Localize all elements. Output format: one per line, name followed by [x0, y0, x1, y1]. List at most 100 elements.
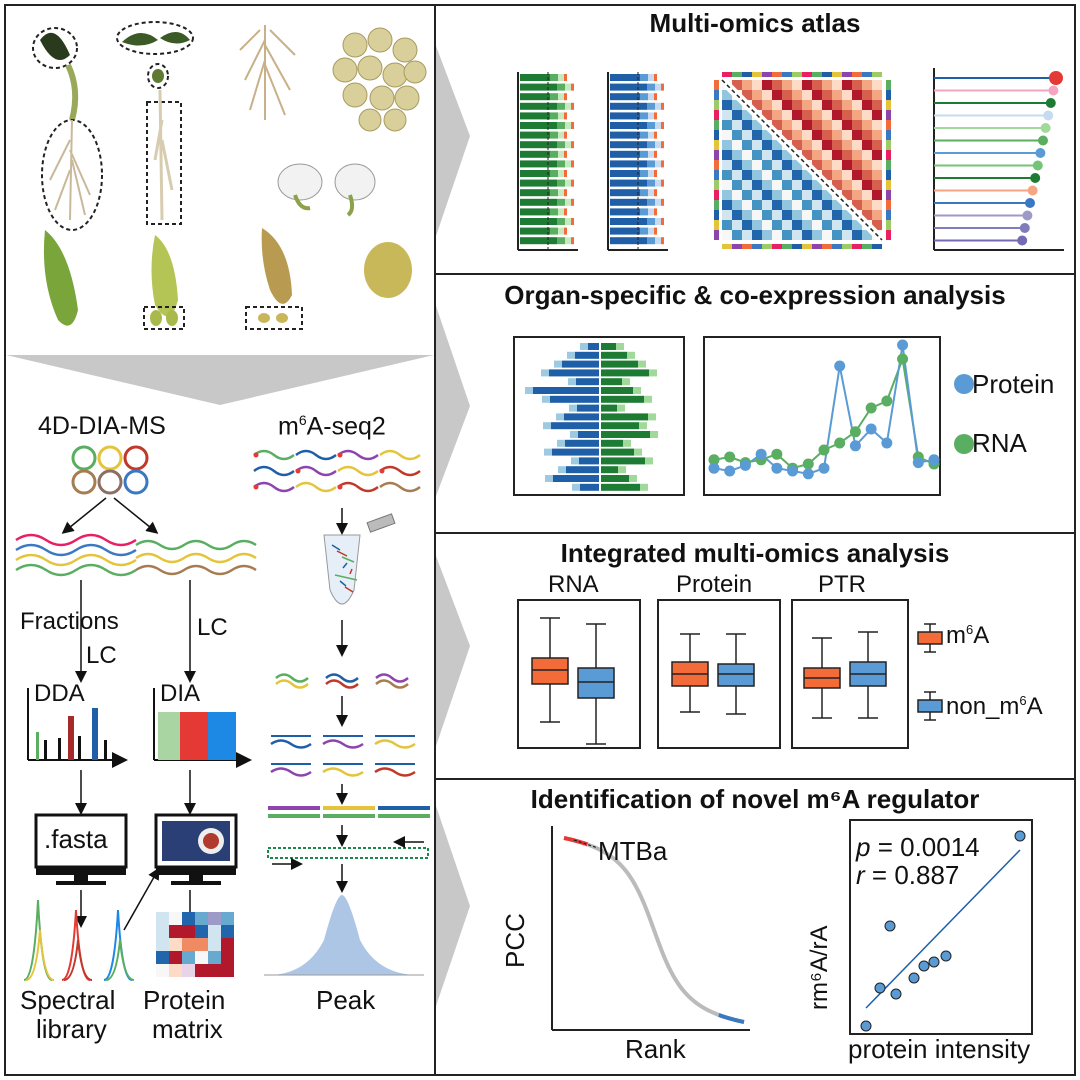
protein-point [849, 440, 861, 452]
heat-cell [862, 90, 872, 100]
matrix-cell [208, 964, 221, 977]
heat-cell [742, 150, 752, 160]
matrix-cell [182, 925, 195, 938]
bar-left-light [544, 448, 552, 456]
heat-cell [832, 170, 842, 180]
heat-cell [732, 190, 742, 200]
heat-cell [772, 150, 782, 160]
heat-cell [792, 130, 802, 140]
heat-cell [872, 130, 882, 140]
bar-segment [565, 179, 571, 187]
library-bar [268, 806, 320, 810]
scatter-point [1014, 830, 1026, 842]
bar-segment [655, 218, 661, 225]
integrated-title: Integrated multi-omics analysis [560, 538, 950, 568]
bar-segment [564, 189, 567, 197]
lollipop-head [1038, 135, 1048, 146]
lollipop-head [1025, 198, 1035, 208]
annot-strip [832, 244, 842, 249]
bar-segment [654, 74, 657, 81]
bar-left [577, 404, 600, 412]
fractions-label: Fractions [20, 608, 119, 635]
annot-strip [714, 190, 719, 200]
heat-cell [802, 110, 812, 120]
annot-strip [872, 72, 882, 77]
heat-cell [782, 190, 792, 200]
bar-right [600, 387, 633, 394]
heat-cell [812, 220, 822, 230]
bar-segment [550, 170, 558, 177]
heat-cell [772, 190, 782, 200]
heat-cell [762, 220, 772, 230]
heat-cell [742, 80, 752, 90]
box [531, 657, 569, 685]
annot-strip [714, 200, 719, 210]
bar-segment [654, 93, 657, 101]
annot-strip [852, 72, 862, 77]
bar-segment [610, 122, 647, 129]
heat-cell [832, 120, 842, 130]
tube-fragment [349, 568, 353, 575]
heat-cell [762, 190, 772, 200]
heat-cell [872, 200, 882, 210]
bar-segment [647, 237, 655, 245]
bar-left [579, 457, 600, 465]
rna-point [724, 451, 736, 463]
heat-cell [732, 130, 742, 140]
heat-cell [782, 170, 792, 180]
bar-segment [564, 74, 567, 81]
bar-left-light [525, 387, 533, 394]
matrix-cell [169, 912, 182, 925]
annot-strip [714, 110, 719, 120]
heat-cell [802, 80, 812, 90]
protein-point [834, 360, 846, 372]
heat-cell [802, 90, 812, 100]
bar-segment [550, 227, 558, 235]
heat-cell [742, 130, 752, 140]
novel-title: Identification of novel m⁶A regulator [530, 784, 980, 814]
bar-segment [610, 160, 647, 168]
bar-segment [654, 131, 657, 139]
bar-left-light [570, 431, 578, 438]
bar-right [600, 404, 617, 412]
bar-right-light [639, 422, 647, 430]
protein-point [739, 459, 751, 471]
bar-segment [610, 141, 647, 149]
bar-right [600, 413, 648, 421]
scatter-point [940, 950, 952, 962]
heat-cell [742, 210, 752, 220]
heat-cell [872, 160, 882, 170]
heat-cell [832, 150, 842, 160]
bar-segment [640, 150, 648, 158]
heat-cell [742, 110, 752, 120]
rank-xlabel: Rank [625, 1034, 686, 1064]
bar-right-light [616, 343, 624, 350]
bar-segment [520, 150, 550, 158]
bar-segment [655, 141, 661, 149]
lollipop-head [1048, 85, 1059, 96]
heat-cell [812, 110, 822, 120]
heat-cell [822, 90, 832, 100]
bar-segment [558, 227, 564, 235]
annot-strip [732, 72, 742, 77]
annot-strip [782, 72, 792, 77]
heat-cell [752, 190, 762, 200]
heat-cell [722, 210, 732, 220]
bar-segment [520, 141, 557, 149]
heat-cell [842, 120, 852, 130]
flowers [277, 163, 376, 217]
bar-right-light [649, 369, 657, 377]
bar-segment [565, 198, 571, 206]
bar-segment [610, 218, 647, 225]
atlas-stacked-bars-blue [607, 72, 668, 251]
heat-cell [792, 90, 802, 100]
bar-left-light [543, 422, 551, 430]
protein-point [881, 437, 893, 449]
heat-cell [822, 140, 832, 150]
heat-cell [852, 90, 862, 100]
atlas-correlation-heatmap [714, 72, 891, 249]
annot-strip [862, 72, 872, 77]
dia-ms-title: 4D-DIA-MS [38, 412, 166, 440]
heat-cell [802, 140, 812, 150]
bar-segment [640, 74, 648, 81]
